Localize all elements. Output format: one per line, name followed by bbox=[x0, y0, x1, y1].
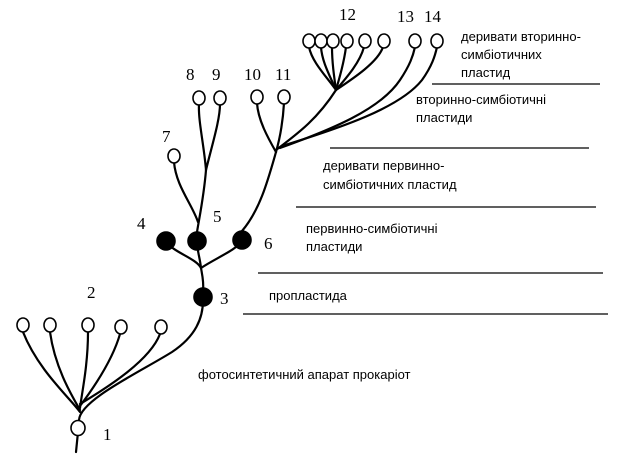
edge-12c bbox=[330, 45, 338, 92]
label-secondary-line2: пластиди bbox=[416, 110, 472, 125]
edge-2a bbox=[21, 330, 82, 414]
node-2c bbox=[81, 317, 95, 333]
edge-5-trunk bbox=[195, 168, 208, 234]
edge-to-7 bbox=[172, 160, 200, 224]
edge-2b bbox=[48, 330, 82, 412]
node-3 bbox=[193, 287, 213, 307]
label-primary-derivatives-line1: деривати первинно- bbox=[323, 158, 444, 173]
node-8 bbox=[192, 90, 206, 106]
node-5 bbox=[187, 231, 207, 251]
node-11 bbox=[277, 89, 291, 105]
node-9 bbox=[213, 90, 227, 106]
node-12c bbox=[326, 33, 340, 49]
level-labels: деривати вторинно- симбіотичних пластид … bbox=[198, 29, 581, 382]
node-10 bbox=[250, 89, 264, 105]
edge-to-8 bbox=[197, 102, 208, 172]
edge-3-split bbox=[199, 266, 205, 292]
label-primary-line2: пластиди bbox=[306, 239, 362, 254]
number-9: 9 bbox=[212, 65, 221, 84]
node-7 bbox=[167, 148, 181, 164]
label-primary-line1: первинно-симбіотичні bbox=[306, 221, 438, 236]
node-2a bbox=[16, 317, 30, 333]
node-12d bbox=[340, 33, 354, 49]
number-12: 12 bbox=[339, 5, 356, 24]
number-3: 3 bbox=[220, 289, 229, 308]
edge-to-13 bbox=[278, 45, 417, 150]
edge-6-trunk bbox=[240, 150, 278, 233]
edge-12f bbox=[334, 45, 385, 92]
node-numbers: 1 2 3 4 5 6 7 8 9 10 11 12 13 14 bbox=[87, 5, 442, 444]
label-prokaryote: фотосинтетичний апарат прокаріот bbox=[198, 367, 411, 382]
number-13: 13 bbox=[397, 7, 414, 26]
edge-to-9 bbox=[204, 102, 222, 172]
node-12f bbox=[377, 33, 391, 49]
label-primary-derivatives-line2: симбіотичних пластид bbox=[323, 177, 457, 192]
node-6 bbox=[232, 230, 252, 250]
node-14 bbox=[430, 33, 444, 49]
number-6: 6 bbox=[264, 234, 273, 253]
edge-12d bbox=[334, 45, 348, 92]
number-11: 11 bbox=[275, 65, 291, 84]
node-4 bbox=[156, 231, 176, 251]
node-12a bbox=[302, 33, 316, 49]
node-2e bbox=[154, 319, 168, 335]
tree-nodes bbox=[16, 33, 444, 437]
number-2: 2 bbox=[87, 283, 96, 302]
number-10: 10 bbox=[244, 65, 261, 84]
edge-12e bbox=[334, 45, 366, 92]
label-secondary-line1: вторинно-симбіотичні bbox=[416, 92, 546, 107]
edge-main-trunk bbox=[77, 298, 205, 422]
node-12e bbox=[358, 33, 372, 49]
label-proplastid: пропластида bbox=[269, 288, 348, 303]
label-secondary-derivatives-line2: симбіотичних bbox=[461, 47, 542, 62]
number-4: 4 bbox=[137, 214, 146, 233]
number-8: 8 bbox=[186, 65, 195, 84]
number-1: 1 bbox=[103, 425, 112, 444]
tree-edges bbox=[21, 45, 439, 454]
number-14: 14 bbox=[424, 7, 442, 26]
node-13 bbox=[408, 33, 422, 49]
node-2d bbox=[114, 319, 128, 335]
label-secondary-derivatives-line1: деривати вторинно- bbox=[461, 29, 581, 44]
label-secondary-derivatives-line3: пластид bbox=[461, 65, 511, 80]
node-1 bbox=[70, 419, 86, 437]
number-5: 5 bbox=[213, 207, 222, 226]
node-2b bbox=[43, 317, 57, 333]
edge-2e bbox=[78, 332, 162, 406]
edge-to-10 bbox=[255, 101, 278, 154]
edge-to-14 bbox=[280, 45, 439, 148]
number-7: 7 bbox=[162, 127, 171, 146]
node-12b bbox=[314, 33, 328, 49]
